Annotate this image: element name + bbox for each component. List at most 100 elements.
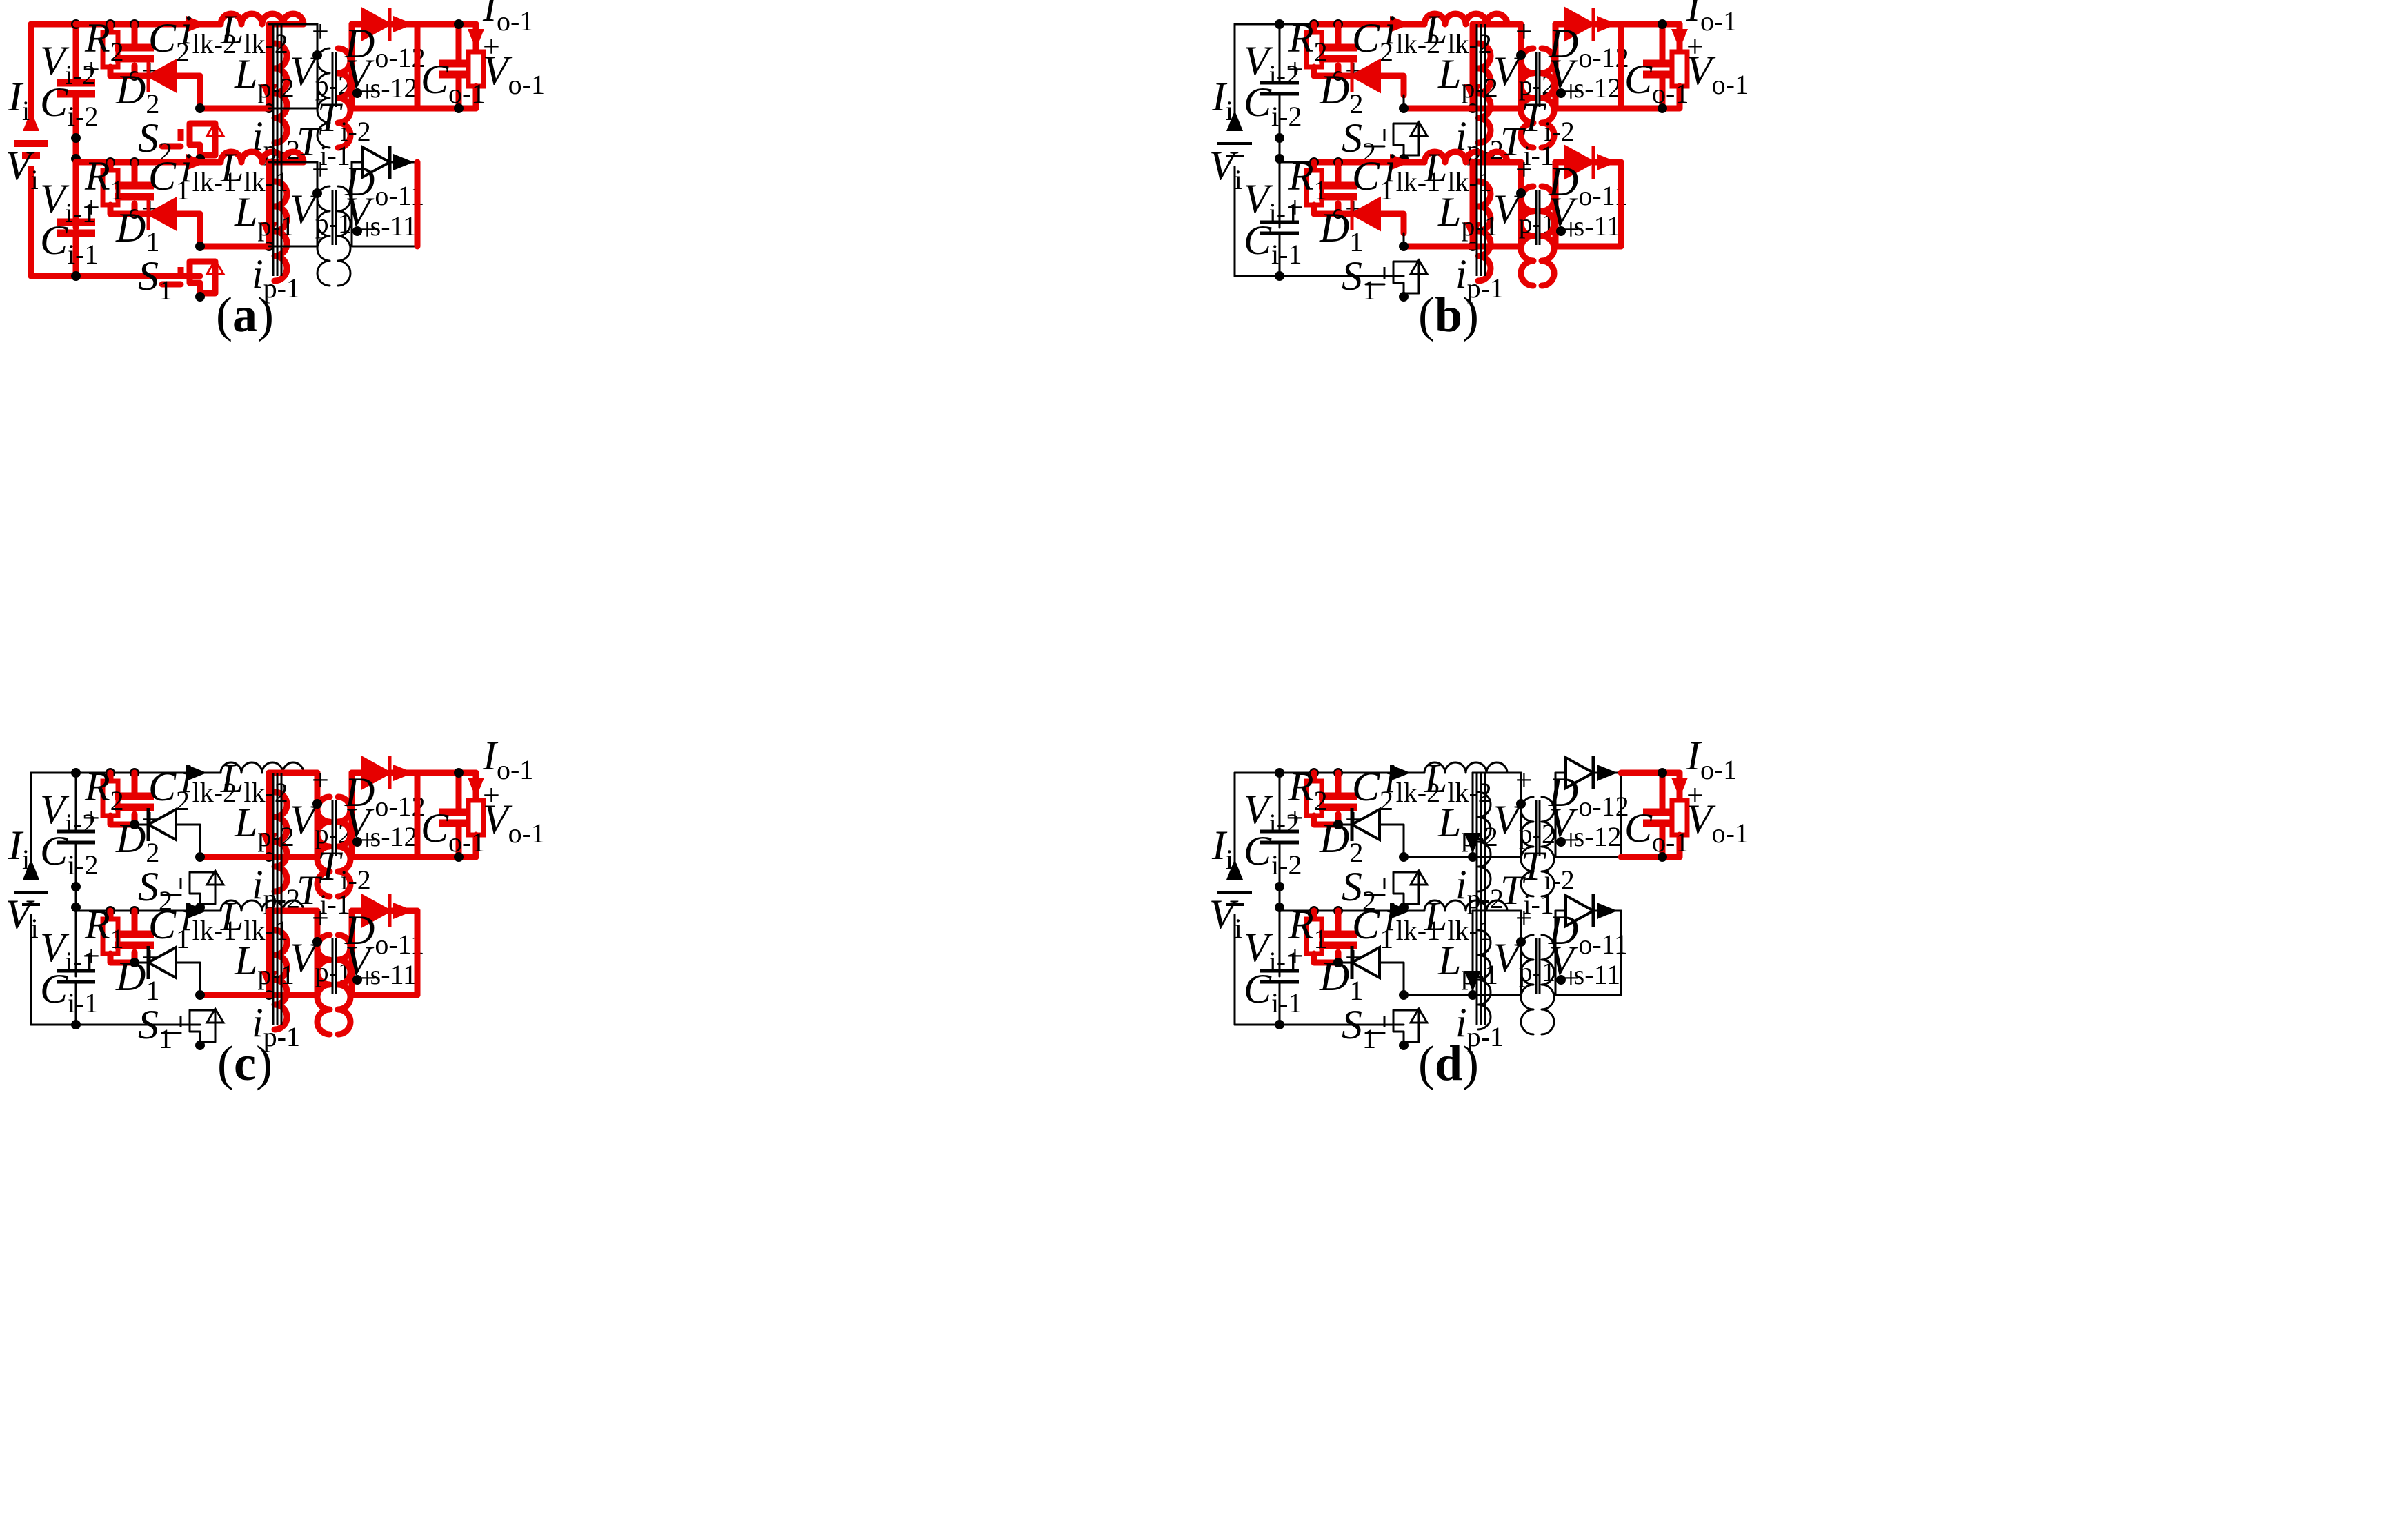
body-diode-wire-1 (1402, 1009, 1420, 1043)
polarity-plus: + (312, 14, 329, 48)
vs2-label-subscript: s-12 (370, 821, 418, 852)
polarity-plus: + (1286, 801, 1304, 835)
c1-label-subscript: 1 (176, 175, 190, 206)
vs1-label: Vs-11 (1549, 938, 1620, 990)
magnetizing-inductor-1 (1477, 929, 1492, 1031)
vi1-label-main: V (40, 925, 70, 970)
vs1-label: Vs-11 (345, 189, 417, 241)
secondary-winding-2 (1540, 796, 1555, 898)
lp2-label-main: L (1437, 800, 1461, 845)
lp2-label-main: L (1437, 51, 1461, 97)
do1-label-main: D (1548, 159, 1578, 204)
body-diode-wire-1 (197, 258, 219, 297)
ip1-label-subscript: p-1 (1467, 1021, 1504, 1052)
s1-label: S1 (1342, 1002, 1376, 1054)
ip1-label-subscript: p-1 (263, 1021, 300, 1052)
body-diode-wire-2 (1402, 871, 1420, 905)
input-voltage-label: Vi (1209, 143, 1242, 195)
vs2-label-main: V (345, 800, 375, 845)
junction-dot (1658, 103, 1667, 113)
llk2-label-main: L (220, 7, 243, 52)
current-arrow (1597, 903, 1618, 919)
r1-label-subscript: 1 (110, 923, 124, 954)
ti1-label-main: T (1500, 867, 1526, 913)
ti2-label-subscript: i-2 (1544, 116, 1574, 147)
caption-paren: ) (256, 1036, 272, 1091)
ilk2-label-subscript: lk-2 (1396, 28, 1440, 59)
vo1-label-subscript: o-1 (508, 69, 545, 100)
vi1-label: Vi-1 (40, 925, 96, 977)
c1-label: C1 (1352, 153, 1393, 206)
vs2-label-subscript: s-12 (370, 72, 418, 103)
current-arrow (468, 29, 484, 50)
ilk1-label-subscript: lk-1 (192, 166, 237, 197)
ti1-label: Ti-1 (1500, 119, 1554, 171)
vi2-label-main: V (1244, 38, 1273, 83)
c1-label: C1 (1352, 902, 1393, 954)
input-voltage-label: Vi (1209, 891, 1242, 944)
junction-dot (195, 990, 205, 1000)
lp2-label: Lp-2 (234, 51, 295, 103)
c2-label-subscript: 2 (176, 785, 190, 816)
polarity-plus: + (359, 213, 376, 246)
sec-loop-2 (348, 21, 421, 112)
vi2-label: Vi-2 (40, 38, 96, 90)
caption-letter: d (1435, 1036, 1462, 1091)
ilk2-label-main: i (181, 756, 192, 801)
input-voltage-label-subscript: i (31, 164, 39, 195)
leakage-inductor-1 (1421, 148, 1511, 166)
lp1-label: Lp-1 (1437, 938, 1498, 990)
ti1-label: Ti-1 (297, 867, 350, 920)
junction-dot (352, 226, 362, 236)
caption-letter: b (1435, 287, 1462, 342)
vi2-label: Vi-2 (1244, 38, 1300, 90)
leakage-inductor-2 (1421, 10, 1511, 28)
ci1-label-subscript: i-1 (1271, 239, 1302, 270)
polarity-plus: + (83, 801, 100, 835)
input-current-label-main: I (1211, 822, 1228, 868)
junction-dot (71, 133, 81, 143)
vo1-label-main: V (1686, 48, 1716, 93)
junction-dot (1399, 852, 1409, 862)
io1-label: Io-1 (1686, 733, 1737, 785)
input-voltage-label-subscript: i (1235, 164, 1242, 195)
vi1-label: Vi-1 (40, 176, 96, 228)
primary-winding-2 (1518, 45, 1537, 151)
ilk2-label-subscript: lk-2 (192, 777, 237, 808)
vi1-label-main: V (40, 176, 70, 221)
llk1-label-main: L (220, 894, 243, 939)
ti1-label-main: T (297, 119, 322, 164)
d1-label-main: D (115, 205, 146, 250)
r2-label-subscript: 2 (110, 37, 124, 68)
vp1-label-main: V (1493, 186, 1523, 232)
vo1-label-main: V (483, 796, 513, 842)
polarity-plus: + (1515, 763, 1533, 797)
secondary-winding-2 (335, 45, 354, 151)
r2-label: R2 (84, 764, 124, 816)
leakage-inductor-2 (217, 10, 307, 28)
ip1-label-subscript: p-1 (1467, 273, 1504, 304)
panel-a: ViIi++Vi-2Ci-2Vi-1Ci-1+R2C2D2S2ilk-2Llk-… (6, 0, 545, 342)
s2-label-subscript: 2 (1362, 885, 1376, 916)
junction-dot (352, 88, 362, 98)
r1-label-main: R (84, 902, 110, 947)
ci2-label-main: C (40, 828, 68, 874)
lp2-label: Lp-2 (1437, 800, 1498, 852)
sec-loop-1 (348, 907, 421, 998)
d-wire-r-2 (1378, 823, 1405, 845)
ilk2-label: ilk-2 (181, 7, 237, 59)
polarity-plus: + (1515, 14, 1533, 48)
ci2-label-subscript: i-2 (1271, 101, 1302, 132)
vp1-label-main: V (290, 186, 319, 232)
polarity-plus: + (1686, 778, 1704, 812)
polarity-plus: + (1515, 152, 1533, 186)
ci1-label-main: C (40, 966, 68, 1012)
c2-label: C2 (1352, 764, 1393, 816)
c1-label-subscript: 1 (1380, 923, 1393, 954)
current-arrow (186, 154, 207, 170)
body-diode-wire-1 (1402, 260, 1420, 295)
co1-label-main: C (421, 805, 449, 851)
ip1-label-main: i (1455, 251, 1467, 297)
ip1-label: ip-1 (1455, 1000, 1504, 1052)
junction-dot (1275, 133, 1284, 143)
